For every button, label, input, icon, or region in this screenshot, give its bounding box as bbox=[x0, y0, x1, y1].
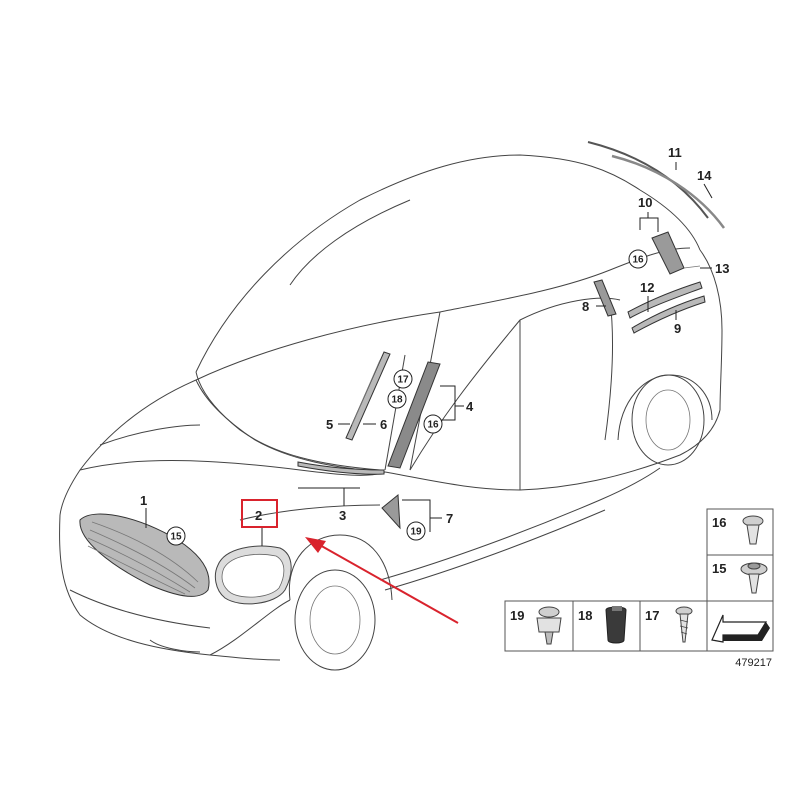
svg-text:19: 19 bbox=[510, 608, 524, 623]
fastener-box-15: 15 bbox=[706, 554, 774, 602]
windshield-trim bbox=[297, 461, 385, 475]
fastener-box-18: 18 bbox=[572, 600, 641, 652]
highlight-box bbox=[241, 499, 278, 528]
fastener-box-17: 17 bbox=[639, 600, 708, 652]
svg-text:16: 16 bbox=[712, 515, 726, 530]
a-pillar-trim bbox=[387, 361, 441, 469]
clip-18-icon bbox=[605, 606, 627, 644]
fastener-box-16: 16 bbox=[706, 508, 774, 556]
callout-8: 8 bbox=[582, 299, 589, 314]
svg-text:15: 15 bbox=[170, 532, 182, 543]
highlight bbox=[241, 499, 459, 624]
diagram-number: 479217 bbox=[735, 657, 772, 669]
callout-14: 14 bbox=[697, 168, 712, 183]
clip-19-icon bbox=[536, 606, 562, 645]
pillar-strip bbox=[345, 351, 391, 441]
callout-3: 3 bbox=[339, 508, 346, 523]
callout-11: 11 bbox=[668, 145, 682, 160]
rear-pillar-trim bbox=[593, 231, 706, 334]
callout-13: 13 bbox=[715, 261, 729, 276]
callout-2: 2 bbox=[255, 508, 262, 523]
svg-text:17: 17 bbox=[645, 608, 659, 623]
circled-ref-16-pillar: 16 bbox=[423, 414, 443, 434]
circled-ref-17: 17 bbox=[393, 369, 413, 389]
fastener-box-19: 19 bbox=[504, 600, 574, 652]
nav-box bbox=[706, 600, 774, 652]
screw-17-icon bbox=[675, 606, 693, 643]
circled-ref-18: 18 bbox=[387, 389, 407, 409]
circled-ref-15-grille: 15 bbox=[166, 526, 186, 546]
leader-lines bbox=[145, 162, 713, 546]
callout-7: 7 bbox=[446, 511, 453, 526]
clip-15-icon bbox=[740, 562, 768, 594]
callout-5: 5 bbox=[326, 417, 333, 432]
arrow-icon bbox=[711, 614, 770, 643]
callout-9: 9 bbox=[674, 321, 681, 336]
circled-ref-16-rear: 16 bbox=[628, 249, 648, 269]
roof-rails bbox=[587, 141, 726, 229]
car-body bbox=[59, 154, 723, 671]
svg-text:19: 19 bbox=[410, 527, 422, 538]
svg-text:18: 18 bbox=[578, 608, 592, 623]
headlight-trim-ring bbox=[214, 545, 292, 605]
callout-labels: 1 2 3 4 5 6 7 8 9 10 11 12 13 14 bbox=[140, 145, 729, 526]
callout-12: 12 bbox=[640, 280, 654, 295]
svg-text:16: 16 bbox=[427, 420, 439, 431]
circled-ref-19: 19 bbox=[406, 521, 426, 541]
callout-1: 1 bbox=[140, 493, 147, 508]
circled-references: 15 17 18 16 19 16 bbox=[166, 249, 648, 546]
fastener-panel: 16 15 19 18 bbox=[504, 508, 774, 669]
svg-text:18: 18 bbox=[391, 395, 403, 406]
callout-4: 4 bbox=[466, 399, 474, 414]
svg-text:17: 17 bbox=[397, 375, 409, 386]
mirror-triangle bbox=[381, 493, 401, 530]
callout-6: 6 bbox=[380, 417, 387, 432]
clip-16-icon bbox=[742, 515, 764, 545]
svg-text:15: 15 bbox=[712, 561, 726, 576]
svg-text:16: 16 bbox=[632, 255, 644, 266]
red-arrow-icon bbox=[305, 537, 459, 624]
grille bbox=[79, 513, 210, 597]
callout-10: 10 bbox=[638, 195, 652, 210]
